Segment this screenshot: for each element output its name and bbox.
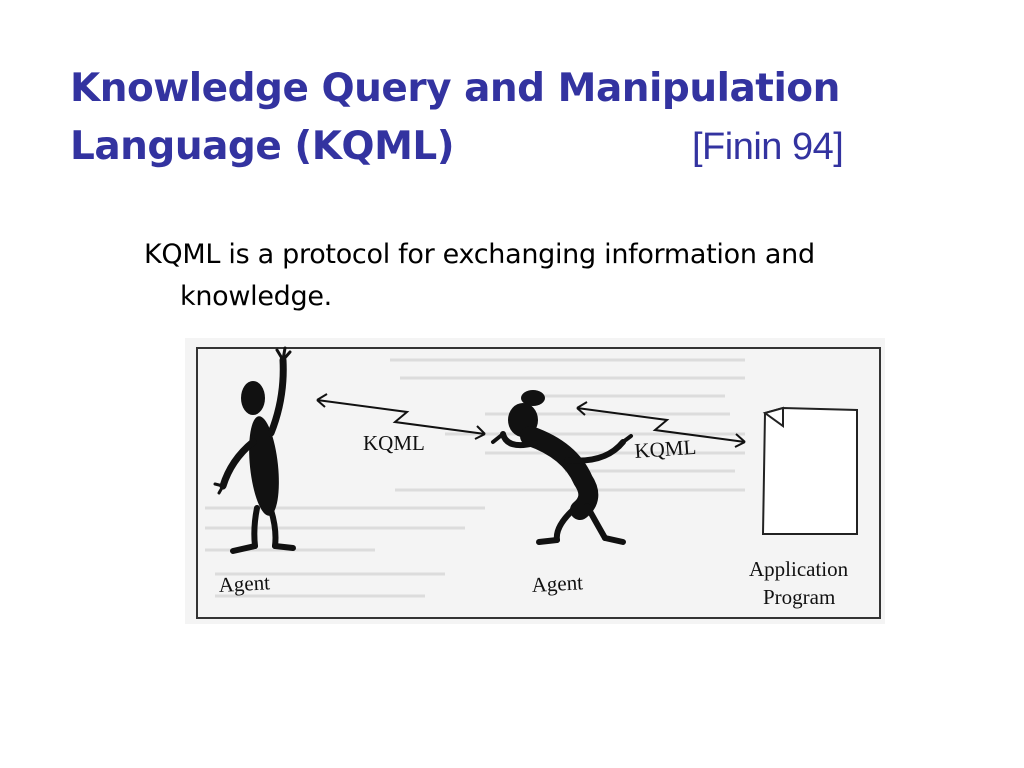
bullet-text: KQML is a protocol for exchanging inform… (144, 239, 815, 312)
title-line-2-row: Language (KQML) [Finin 94] (70, 118, 950, 176)
application-document-icon (761, 406, 858, 535)
kqml-figure-drawing: KQML KQML Agent Agent Application Progra… (185, 338, 885, 624)
application-label-line1: Application (749, 557, 849, 581)
left-agent-figure (213, 346, 296, 554)
title-line-2: Language (KQML) (70, 124, 455, 169)
slide-title: Knowledge Query and Manipulation Languag… (70, 60, 950, 176)
application-label-line2: Program (763, 585, 835, 609)
kqml-label-left: KQML (363, 431, 425, 455)
agent-label-middle: Agent (531, 570, 584, 597)
title-line-1: Knowledge Query and Manipulation (70, 66, 840, 111)
kqml-figure: KQML KQML Agent Agent Application Progra… (185, 338, 885, 624)
figure-frame (196, 347, 881, 619)
kqml-arrow-right (576, 401, 746, 448)
agent-label-left: Agent (218, 570, 271, 597)
kqml-arrow-left (316, 393, 486, 440)
citation: [Finin 94] (692, 126, 844, 168)
middle-agent-figure (491, 390, 633, 545)
kqml-label-right: KQML (634, 435, 697, 463)
